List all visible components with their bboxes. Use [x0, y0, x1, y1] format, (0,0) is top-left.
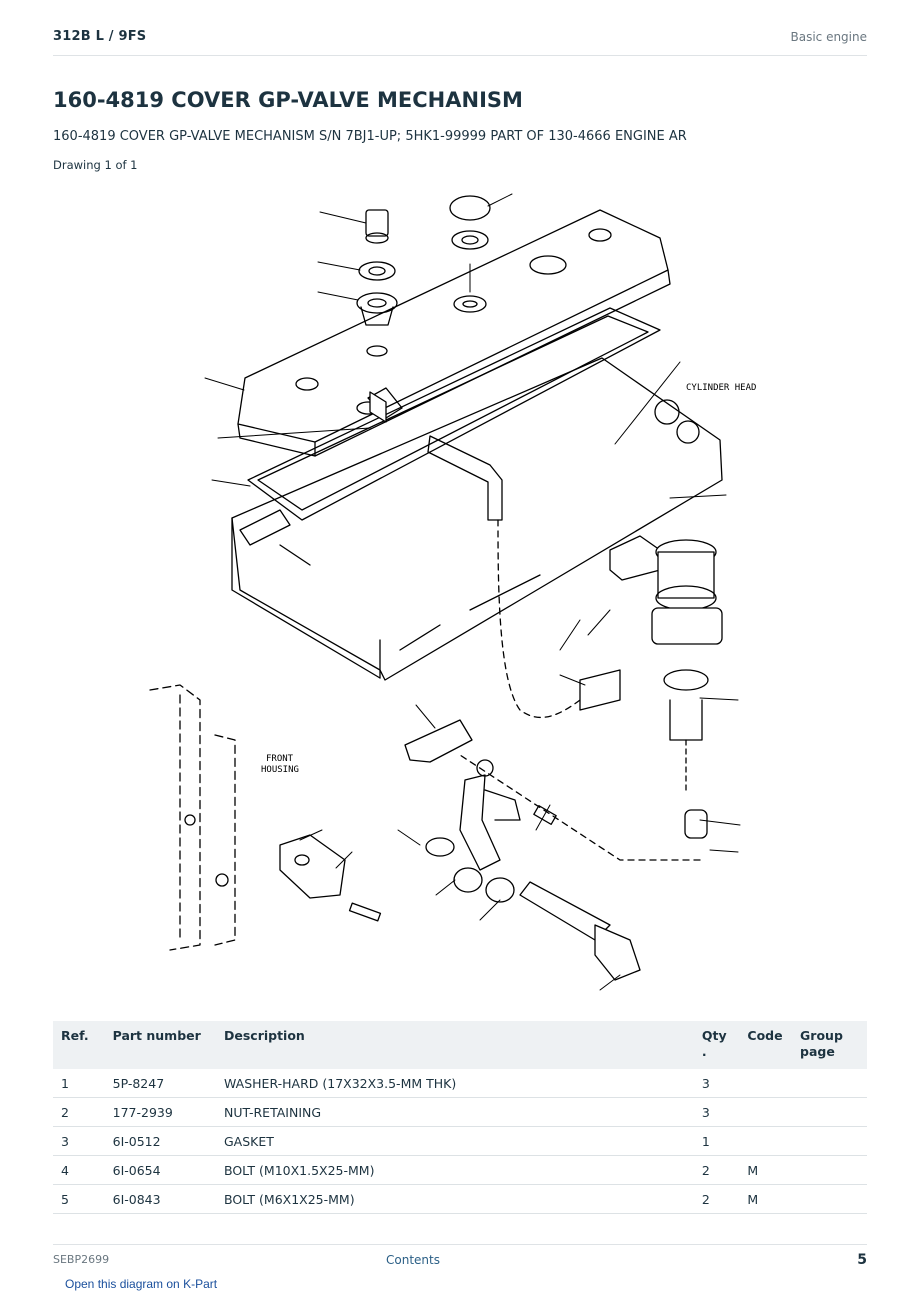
table-row: 2 177-2939 NUT-RETAINING 3 [53, 1097, 867, 1127]
header-divider [53, 55, 867, 56]
open-kpart-link[interactable]: Open this diagram on K-Part [65, 1277, 218, 1291]
leader-lines [204, 193, 741, 991]
column-header-part-number: Part number [104, 1021, 216, 1069]
parts-table: Ref. Part number Description Qty . Code … [53, 1021, 867, 1214]
front-housing-drawing [149, 684, 382, 951]
group-page-cell [792, 1069, 867, 1098]
code-cell: M [739, 1155, 793, 1185]
document-id: SEBP2699 [53, 1253, 110, 1266]
description-cell: BOLT (M6X1X25-MM) [215, 1184, 694, 1214]
model-header: 312B L / 9FS [53, 29, 147, 44]
column-header-description: Description [215, 1021, 694, 1069]
bracket-drawing [404, 719, 641, 981]
description-cell: WASHER-HARD (17X32X3.5-MM THK) [215, 1069, 694, 1098]
column-header-code: Code [739, 1021, 793, 1069]
part-number-cell: 5P-8247 [104, 1069, 216, 1098]
table-row: 3 6I-0512 GASKET 1 [53, 1126, 867, 1156]
code-cell: M [739, 1184, 793, 1214]
group-page-cell [792, 1155, 867, 1185]
ref-cell: 5 [53, 1184, 105, 1214]
qty-cell: 1 [693, 1126, 740, 1156]
qty-cell: 2 [693, 1184, 740, 1214]
ref-cell: 4 [53, 1155, 105, 1185]
valve-cover-drawing [237, 209, 671, 457]
code-cell [739, 1097, 793, 1127]
code-cell [739, 1069, 793, 1098]
table-row: 5 6I-0843 BOLT (M6X1X25-MM) 2 M [53, 1184, 867, 1214]
ref-cell: 3 [53, 1126, 105, 1156]
cylinder-head-drawing [231, 357, 723, 681]
description-cell: BOLT (M10X1.5X25-MM) [215, 1155, 694, 1185]
front-housing-label-line1: FRONT [266, 754, 294, 764]
section-header: Basic engine [790, 30, 867, 44]
description-cell: GASKET [215, 1126, 694, 1156]
ref-cell: 1 [53, 1069, 105, 1098]
front-housing-label-line2: HOUSING [261, 765, 299, 775]
description-cell: NUT-RETAINING [215, 1097, 694, 1127]
part-number-cell: 177-2939 [104, 1097, 216, 1127]
column-header-qty: Qty . [693, 1021, 740, 1069]
qty-cell: 2 [693, 1155, 740, 1185]
footer-divider [53, 1244, 867, 1245]
column-header-ref: Ref. [53, 1021, 105, 1069]
table-header-row: Ref. Part number Description Qty . Code … [53, 1021, 867, 1069]
gasket-drawing [247, 307, 661, 521]
cap-parts-drawing [356, 195, 491, 423]
group-page-cell [792, 1097, 867, 1127]
exploded-parts-diagram: CYLINDER HEAD FRONT HOUSING [149, 193, 756, 991]
column-header-group-page: Group page [792, 1021, 867, 1069]
group-page-cell [792, 1126, 867, 1156]
table-row: 1 5P-8247 WASHER-HARD (17X32X3.5-MM THK)… [53, 1069, 867, 1098]
contents-link[interactable]: Contents [386, 1253, 440, 1267]
drawing-count: Drawing 1 of 1 [53, 158, 138, 172]
page-subtitle: 160-4819 COVER GP-VALVE MECHANISM S/N 7B… [53, 129, 687, 144]
table-row: 4 6I-0654 BOLT (M10X1.5X25-MM) 2 M [53, 1155, 867, 1185]
breather-hose-drawing [427, 435, 723, 861]
page-number: 5 [857, 1252, 867, 1268]
part-number-cell: 6I-0654 [104, 1155, 216, 1185]
qty-cell: 3 [693, 1097, 740, 1127]
part-number-cell: 6I-0843 [104, 1184, 216, 1214]
ref-cell: 2 [53, 1097, 105, 1127]
page-title: 160-4819 COVER GP-VALVE MECHANISM [53, 88, 523, 112]
group-page-cell [792, 1184, 867, 1214]
qty-cell: 3 [693, 1069, 740, 1098]
part-number-cell: 6I-0512 [104, 1126, 216, 1156]
cylinder-head-label: CYLINDER HEAD [686, 383, 756, 393]
code-cell [739, 1126, 793, 1156]
